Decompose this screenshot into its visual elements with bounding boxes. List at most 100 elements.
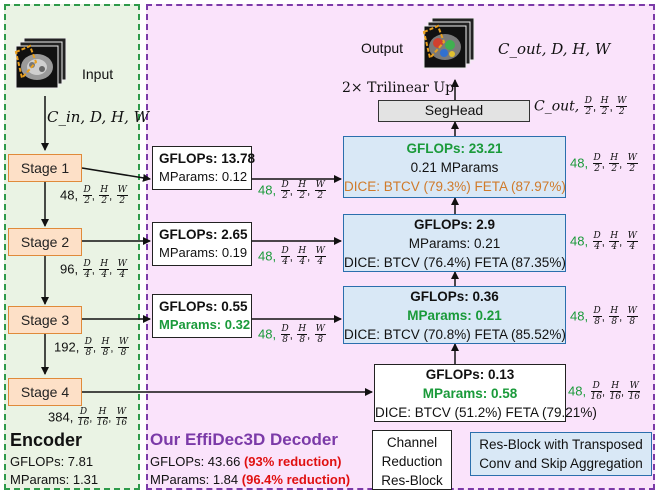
legend-white-line-1: Channel [386,435,438,450]
output-label: Output [361,40,404,56]
decoder-gflops-reduction: (93% reduction) [243,454,342,469]
decoder-gflops: GFLOPs: 43.66 [150,454,241,469]
reduction-3-out-ch: 48, [258,326,277,342]
stage-1-label: Stage 1 [20,160,70,176]
decoder-mparams: MParams: 1.84 [150,472,239,487]
reduction-block-1: GFLOPs: 13.78 MParams: 0.12 [152,146,256,190]
upsample-label: 2× Trilinear Up [342,80,455,96]
reduction-2-out-ch: 48, [258,248,277,264]
decoder-block-4: GFLOPs: 0.13 MParams: 0.58 DICE: BTCV (5… [374,364,597,422]
stage-1-box: Stage 1 [8,154,82,182]
reduction-1-out-ch: 48, [258,182,277,198]
output-volume-image [418,17,488,74]
decoder-1-dice: DICE: BTCV (79.3%) FETA (87.97%) [344,179,566,194]
legend-white-box: Channel Reduction Res-Block [372,430,452,490]
decoder-block-1: GFLOPs: 23.21 0.21 MParams DICE: BTCV (7… [343,136,566,198]
stage-2-label: Stage 2 [20,234,70,250]
input-volume-image [10,37,80,94]
stage1-to-reduction1-arrow [81,167,151,182]
decoder-block-2: GFLOPs: 2.9 MParams: 0.21 DICE: BTCV (76… [343,214,566,272]
legend-white-line-2: Reduction [381,454,443,469]
decoder-3-dice: DICE: BTCV (70.8%) FETA (85.52%) [344,327,566,342]
decoder-3-gflops: GFLOPs: 0.36 [410,289,499,304]
stage-4-label: Stage 4 [20,384,70,400]
seghead-shape-prefix: C_out, [534,98,580,115]
decoder-title: Our EffiDec3D Decoder [150,430,338,449]
decoder-3-mparams: MParams: 0.21 [407,308,502,323]
output-shape-label: C_out, D, H, W [498,40,611,58]
decoder-2-mparams: MParams: 0.21 [408,236,501,251]
decoder-1-out-ch: 48, [570,155,589,171]
decoder-4-dice: DICE: BTCV (51.2%) FETA (79.21%) [375,405,597,420]
decoder-3-out-ch: 48, [570,308,589,324]
reduction-1-mparams: MParams: 0.12 [159,169,248,184]
decoder-block-3: GFLOPs: 0.36 MParams: 0.21 DICE: BTCV (7… [343,286,566,344]
stage-2-box: Stage 2 [8,228,82,256]
legend-blue-line-2: Conv and Skip Aggregation [479,456,643,471]
stage-1-channels: 48, [60,187,79,203]
stage-3-label: Stage 3 [20,312,70,328]
seghead-box: SegHead [378,100,530,122]
reduction-2-gflops: GFLOPs: 2.65 [159,227,248,242]
legend-blue-line-1: Res-Block with Transposed [479,437,643,452]
reduction-3-gflops: GFLOPs: 0.55 [159,299,248,314]
decoder-1-mparams: 0.21 MParams [410,160,499,175]
decoder-4-mparams: MParams: 0.58 [422,386,518,401]
input-shape-label: C_in, D, H, W [47,108,150,126]
stage-2-channels: 96, [60,261,79,277]
stage-4-box: Stage 4 [8,378,82,406]
legend-blue-box: Res-Block with Transposed Conv and Skip … [470,432,652,476]
seghead-label: SegHead [424,102,484,118]
decoder-2-out-ch: 48, [570,233,589,249]
reduction-1-gflops: GFLOPs: 13.78 [159,151,256,166]
decoder-2-dice: DICE: BTCV (76.4%) FETA (87.35%) [344,255,566,270]
decoder-4-gflops: GFLOPs: 0.13 [425,367,515,382]
decoder-2-gflops: GFLOPs: 2.9 [413,217,496,232]
encoder-title: Encoder [10,430,83,450]
input-label: Input [82,66,114,82]
decoder-1-gflops: GFLOPs: 23.21 [406,141,503,156]
